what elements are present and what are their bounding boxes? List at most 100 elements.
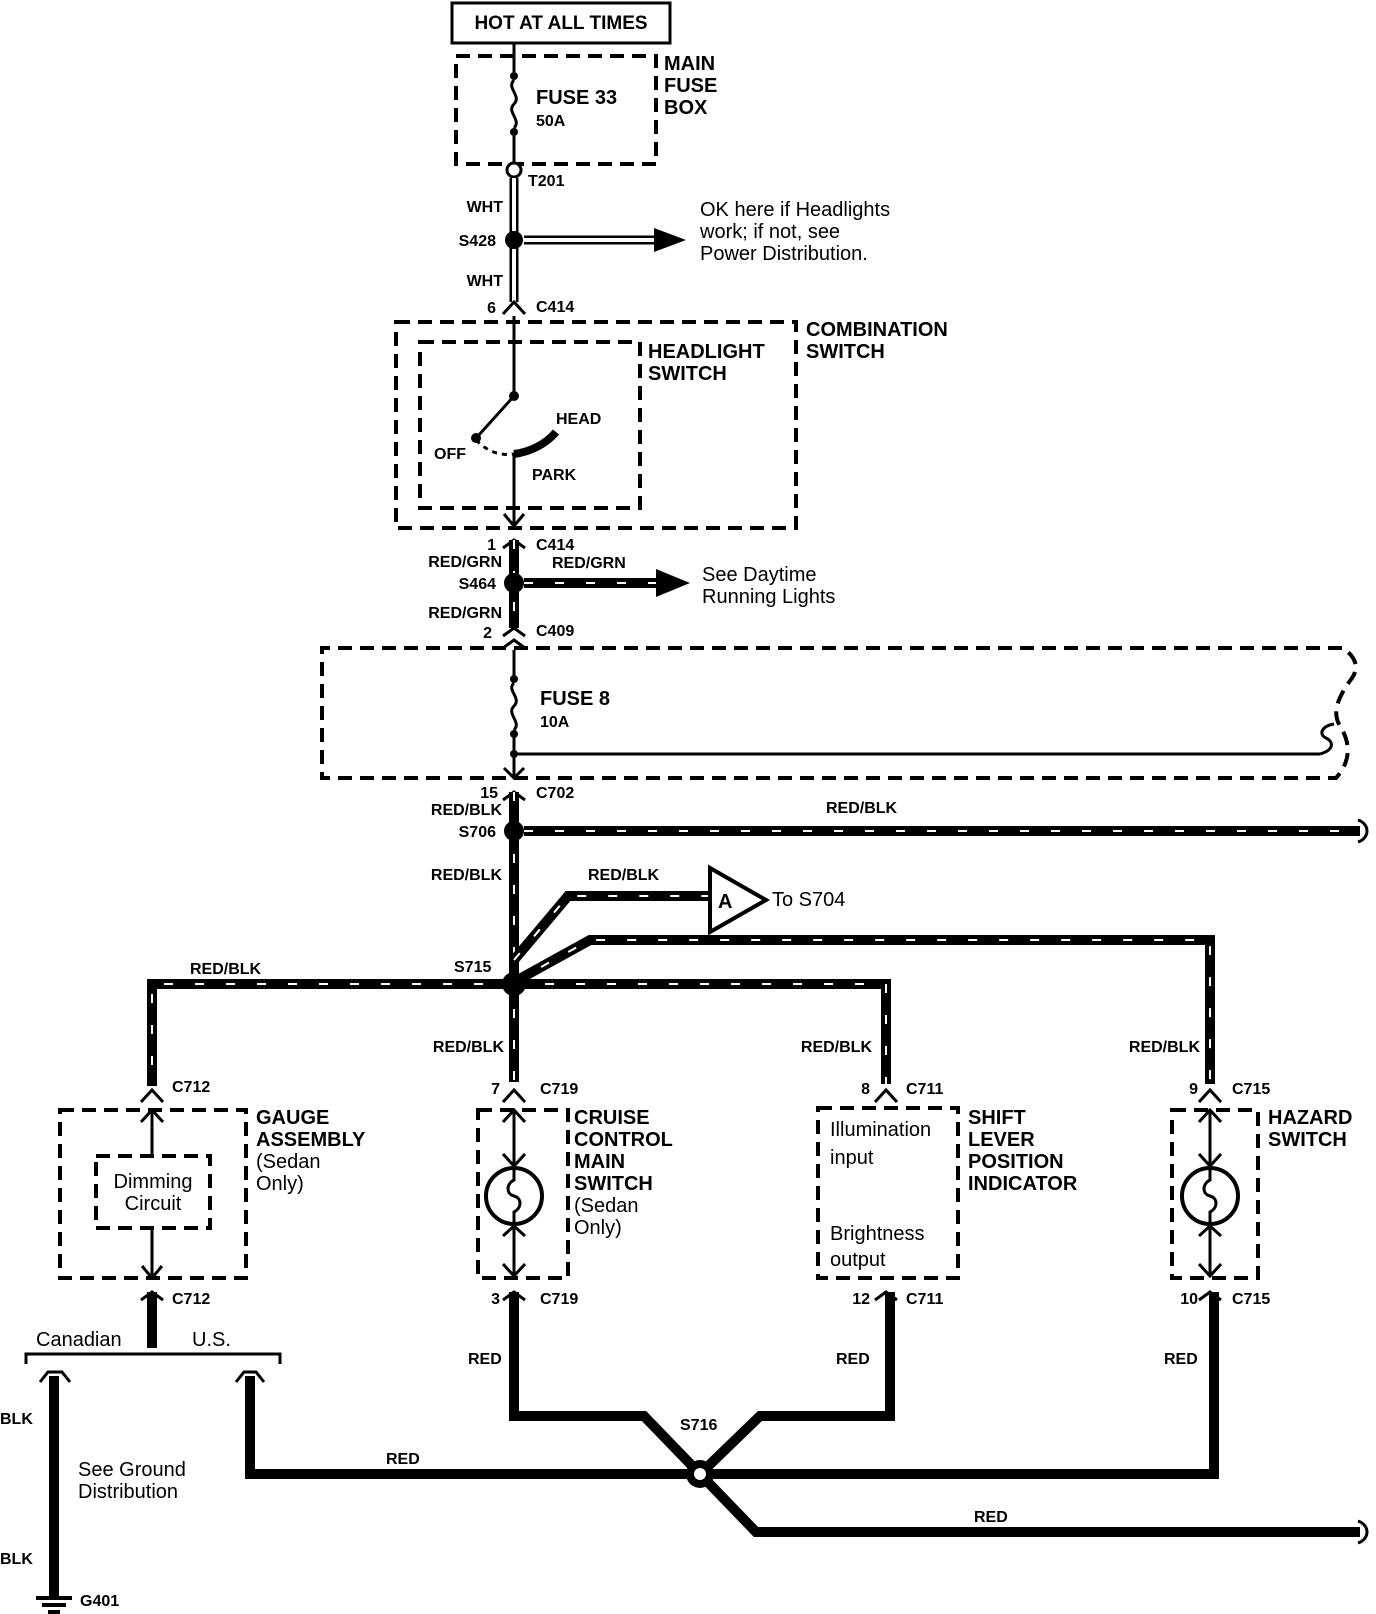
cruise-title-2: CONTROL <box>574 1129 673 1151</box>
c711-label-top: C711 <box>906 1081 943 1098</box>
s464-label: S464 <box>459 576 496 593</box>
red-label-shift: RED <box>836 1351 870 1368</box>
shift-title-1: SHIFT <box>968 1107 1026 1129</box>
red-label-cruise: RED <box>468 1351 502 1368</box>
note-ground-2: Distribution <box>78 1481 178 1503</box>
blk-label-1: BLK <box>0 1411 33 1428</box>
s428-label: S428 <box>459 233 496 250</box>
cruise-title-1: CRUISE <box>574 1107 650 1129</box>
red-label-s716-run: RED <box>974 1509 1008 1526</box>
t201-terminal <box>505 161 523 179</box>
connector-c719-top <box>501 1087 527 1104</box>
s716-label: S716 <box>680 1417 717 1434</box>
pin-8: 8 <box>861 1081 870 1098</box>
connector-c409 <box>502 626 526 638</box>
splice-s464 <box>504 573 524 593</box>
connector-c715-top <box>1197 1087 1223 1104</box>
main-fuse-box <box>454 54 658 166</box>
red-grn-label-1: RED/GRN <box>428 554 502 571</box>
blk-label-2: BLK <box>0 1551 33 1568</box>
shift-lever-box <box>816 1106 960 1280</box>
gauge-title-1: GAUGE <box>256 1107 329 1129</box>
red-label-hazard: RED <box>1164 1351 1198 1368</box>
cruise-title-6: Only) <box>574 1217 622 1239</box>
dimming-circuit-2: Circuit <box>125 1193 182 1215</box>
c712-label-top: C712 <box>172 1079 210 1096</box>
main-fuse-box-title-2: FUSE <box>664 75 717 97</box>
c711-label-bottom: C711 <box>906 1291 943 1308</box>
red-blk-label-c702: RED/BLK <box>431 802 503 819</box>
c409-label: C409 <box>536 623 574 640</box>
fuse-box-2 <box>320 646 1358 780</box>
wht-label-1: WHT <box>467 199 504 216</box>
shift-input-2: input <box>830 1147 874 1169</box>
fuse-8-rating: 10A <box>540 714 570 731</box>
position-head: HEAD <box>556 411 601 428</box>
red-grn-label-2: RED/GRN <box>552 555 626 572</box>
splice-s715 <box>502 972 526 996</box>
branch-canadian: Canadian <box>36 1329 122 1351</box>
wht-label-2: WHT <box>467 273 504 290</box>
branch-us: U.S. <box>192 1329 231 1351</box>
splice-s706 <box>504 821 524 841</box>
note-drl-2: Running Lights <box>702 586 835 608</box>
c715-label-bottom: C715 <box>1232 1291 1270 1308</box>
cruise-title-3: MAIN <box>574 1151 625 1173</box>
combination-switch-title-2: SWITCH <box>806 341 885 363</box>
shift-title-4: INDICATOR <box>968 1173 1078 1195</box>
pin-1: 1 <box>487 537 496 554</box>
shift-title-3: POSITION <box>968 1151 1064 1173</box>
shift-output-1: Brightness <box>830 1223 925 1245</box>
fuse-33-name: FUSE 33 <box>536 87 617 109</box>
pin-9: 9 <box>1189 1081 1198 1098</box>
arrow-to-drl <box>656 569 690 597</box>
ground-g401: G401 <box>80 1593 119 1610</box>
dimming-circuit-1: Dimming <box>114 1171 193 1193</box>
c715-label-top: C715 <box>1232 1081 1270 1098</box>
fuse-33-rating: 50A <box>536 113 566 130</box>
red-blk-label-shift: RED/BLK <box>801 1039 873 1056</box>
t201-label: T201 <box>528 173 565 190</box>
headlight-switch-title-1: HEADLIGHT <box>648 341 765 363</box>
pin-7: 7 <box>491 1081 500 1098</box>
pin-2: 2 <box>483 625 492 642</box>
hazard-title-2: SWITCH <box>1268 1129 1347 1151</box>
position-off: OFF <box>434 446 466 463</box>
hazard-title-1: HAZARD <box>1268 1107 1352 1129</box>
fuse-33-icon <box>510 78 518 130</box>
headlight-switch-box <box>418 340 642 510</box>
connector-c414-top <box>501 299 527 316</box>
s715-label: S715 <box>454 959 491 976</box>
red-blk-label-s704: RED/BLK <box>588 867 660 884</box>
cruise-title-5: (Sedan <box>574 1195 639 1217</box>
pin-12: 12 <box>852 1291 870 1308</box>
connector-c712-top <box>139 1087 165 1104</box>
red-blk-label-hazard: RED/BLK <box>1129 1039 1201 1056</box>
c702-label: C702 <box>536 785 574 802</box>
canadian-us-bracket <box>24 1352 282 1364</box>
ground-icon <box>36 1596 72 1614</box>
gauge-title-3: (Sedan <box>256 1151 321 1173</box>
red-blk-label-s706-run: RED/BLK <box>826 800 898 817</box>
head-park-contact <box>513 429 560 458</box>
main-fuse-box-title-1: MAIN <box>664 53 715 75</box>
red-blk-label-cruise: RED/BLK <box>433 1039 505 1056</box>
note-drl-1: See Daytime <box>702 564 817 586</box>
pin-10: 10 <box>1180 1291 1198 1308</box>
red-label-us: RED <box>386 1451 420 1468</box>
red-blk-label-trunk: RED/BLK <box>431 867 503 884</box>
cruise-title-4: SWITCH <box>574 1173 653 1195</box>
position-park: PARK <box>532 467 577 484</box>
combination-switch-box <box>394 320 798 530</box>
switch-blade <box>476 394 516 438</box>
fuse-8-icon <box>510 681 518 732</box>
headlight-switch-title-2: SWITCH <box>648 363 727 385</box>
ref-a-triangle <box>708 864 771 936</box>
pin-3: 3 <box>491 1291 500 1308</box>
ref-a-label: A <box>718 891 732 913</box>
note-headlights-3: Power Distribution. <box>700 243 868 265</box>
hot-at-all-times-box <box>450 1 672 45</box>
c414-label-top: C414 <box>536 299 574 316</box>
c719-label-top: C719 <box>540 1081 578 1098</box>
c719-label-bottom: C719 <box>540 1291 578 1308</box>
